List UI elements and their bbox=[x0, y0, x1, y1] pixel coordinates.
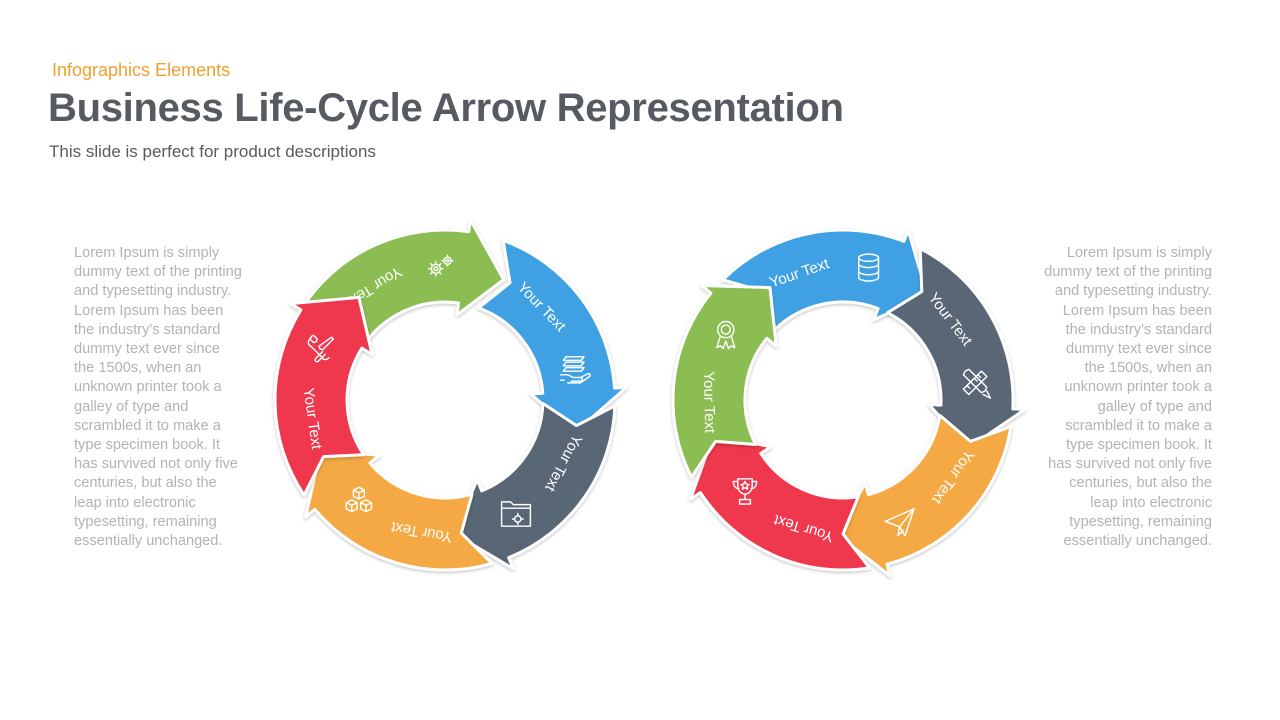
cycle-left-segment-3: Your Text bbox=[452, 401, 617, 571]
cycle-right-segment-4: Your Text bbox=[688, 433, 872, 572]
left-description: Lorem Ipsum is simply dummy text of the … bbox=[74, 245, 242, 550]
arrow-segment bbox=[477, 238, 629, 434]
slide-title: Business Life-Cycle Arrow Representation bbox=[48, 86, 844, 130]
cycle-right-segment-3: Your Text bbox=[834, 413, 1013, 578]
cycle-right-segment-2: Your Text bbox=[886, 247, 1027, 450]
right-description: Lorem Ipsum is simply dummy text of the … bbox=[1044, 245, 1212, 550]
cycle-left-segment-4: Your Text bbox=[304, 448, 494, 572]
arrow-segment bbox=[671, 284, 778, 479]
slide-subtitle: This slide is perfect for product descri… bbox=[49, 142, 376, 161]
cycle-right-segment-5: Your Text bbox=[671, 284, 778, 479]
arrow-segment bbox=[834, 413, 1013, 578]
arrow-segment bbox=[273, 295, 374, 497]
cycle-right-segment-1: Your Text bbox=[721, 228, 929, 333]
kicker-text: Infographics Elements bbox=[52, 60, 231, 80]
arrow-segment bbox=[452, 401, 617, 571]
cycle-left-segment-2: Your Text bbox=[477, 238, 629, 434]
segment-label: Your Text bbox=[700, 371, 718, 434]
cycle-left-segment-5: Your Text bbox=[273, 295, 374, 497]
arrow-segment bbox=[688, 433, 872, 572]
arrow-segment bbox=[304, 448, 494, 572]
